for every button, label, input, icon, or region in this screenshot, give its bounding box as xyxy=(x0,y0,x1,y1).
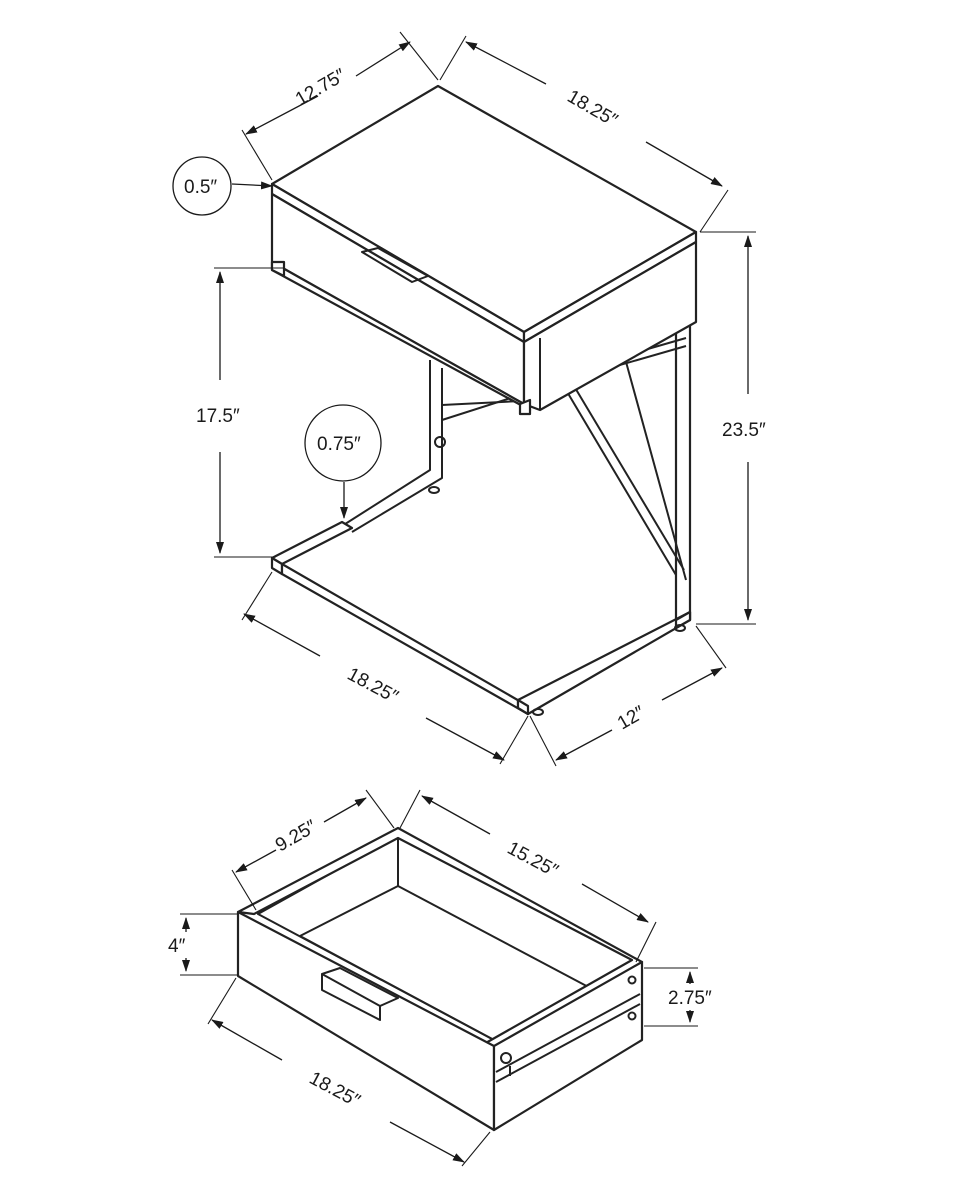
label-top-thickness: 0.5″ xyxy=(184,177,217,198)
side-table-drawing xyxy=(270,84,698,716)
label-frame-tube: 0.75″ xyxy=(317,434,361,455)
label-drawer-height: 4″ xyxy=(168,936,186,957)
frame-rear-upright xyxy=(674,322,692,628)
drawer-cabinet xyxy=(270,192,698,416)
label-drawer-front-width: 18.25″ xyxy=(306,1068,364,1112)
label-clearance-height: 17.5″ xyxy=(196,406,240,427)
label-top-depth: 12.75″ xyxy=(292,65,350,110)
drawer-drawing xyxy=(236,826,644,1132)
table-dimension-lines xyxy=(214,31,756,767)
label-drawer-inner-height: 2.75″ xyxy=(668,988,712,1009)
label-total-height: 23.5″ xyxy=(722,420,766,441)
frame-base xyxy=(270,520,692,716)
label-top-width: 18.25″ xyxy=(564,86,622,131)
label-drawer-width: 15.25″ xyxy=(504,838,562,882)
label-base-depth: 12″ xyxy=(614,702,649,734)
label-base-width: 18.25″ xyxy=(344,664,402,708)
drawer-dimension-lines xyxy=(180,789,698,1167)
label-drawer-depth: 9.25″ xyxy=(272,816,321,856)
callout-circle-top-thickness xyxy=(172,156,232,216)
callout-circle-frame-tube xyxy=(304,404,382,482)
frame-left-upright xyxy=(341,360,541,533)
